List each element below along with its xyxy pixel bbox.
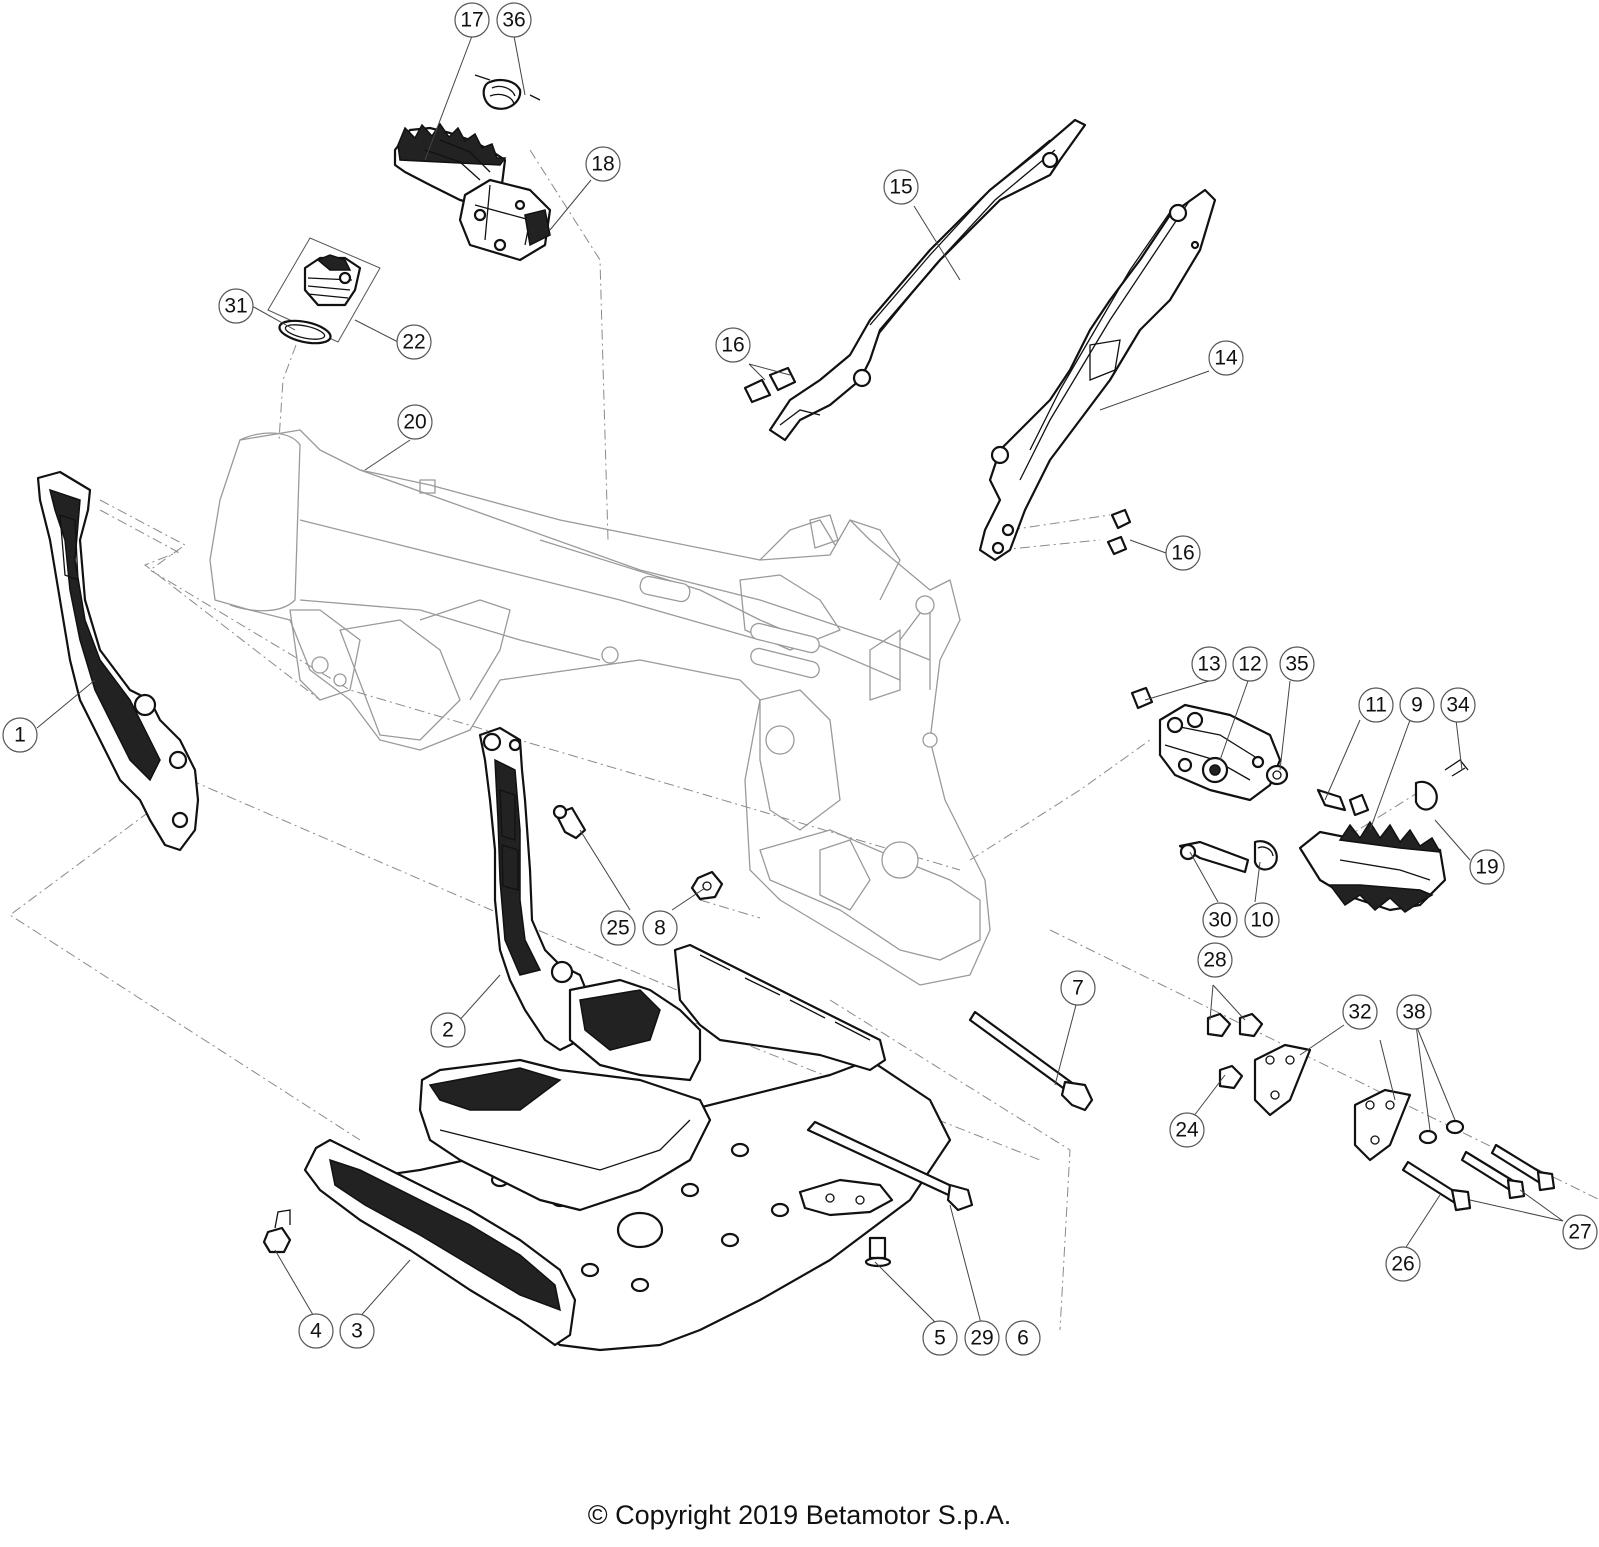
callout: 9 xyxy=(1399,687,1435,723)
bolts-25-8 xyxy=(552,804,724,901)
callout: 32 xyxy=(1342,994,1378,1030)
callout: 13 xyxy=(1191,646,1227,682)
callout: 5 xyxy=(922,1320,958,1356)
svg-text:1: 1 xyxy=(14,724,26,747)
svg-text:12: 12 xyxy=(1238,653,1261,676)
callout: 16 xyxy=(1165,535,1201,571)
svg-text:10: 10 xyxy=(1250,909,1273,932)
callout: 30 xyxy=(1202,902,1238,938)
svg-text:38: 38 xyxy=(1402,1001,1425,1024)
callout: 20 xyxy=(397,404,433,440)
assembly-lines xyxy=(9,149,1599,1331)
svg-text:5: 5 xyxy=(934,1327,946,1350)
svg-text:24: 24 xyxy=(1175,1119,1199,1142)
svg-text:30: 30 xyxy=(1208,909,1231,932)
svg-text:8: 8 xyxy=(654,917,666,940)
callout: 6 xyxy=(1005,1320,1041,1356)
svg-text:19: 19 xyxy=(1475,856,1498,879)
callout: 8 xyxy=(642,910,678,946)
callout: 3 xyxy=(339,1313,375,1349)
svg-text:16: 16 xyxy=(1171,542,1194,565)
svg-text:25: 25 xyxy=(606,917,629,940)
bolts-16 xyxy=(743,366,1132,556)
callout: 27 xyxy=(1562,1214,1598,1250)
leader-lines xyxy=(36,35,1564,1328)
footpeg-left-assembly xyxy=(393,74,552,262)
svg-text:32: 32 xyxy=(1348,1001,1371,1024)
svg-text:3: 3 xyxy=(351,1320,363,1343)
callout: 7 xyxy=(1060,970,1096,1006)
svg-text:26: 26 xyxy=(1391,1253,1414,1276)
callout: 17 xyxy=(454,2,490,38)
callout: 24 xyxy=(1169,1112,1205,1148)
main-frame xyxy=(209,429,991,986)
copyright-notice: © Copyright 2019 Betamotor S.p.A. xyxy=(587,1500,1012,1530)
chain-slider-upper xyxy=(768,118,1087,442)
svg-text:13: 13 xyxy=(1197,653,1220,676)
callout: 28 xyxy=(1197,942,1233,978)
callout: 31 xyxy=(218,288,254,324)
callout: 36 xyxy=(496,2,532,38)
svg-text:17: 17 xyxy=(460,9,483,32)
svg-text:34: 34 xyxy=(1446,694,1470,717)
svg-text:22: 22 xyxy=(402,331,425,354)
callout: 11 xyxy=(1358,687,1394,723)
long-bolt-7 xyxy=(968,1010,1094,1112)
callout: 15 xyxy=(883,169,919,205)
rear-bracket-left xyxy=(36,470,200,852)
callout: 38 xyxy=(1396,994,1432,1030)
callout: 35 xyxy=(1279,646,1315,682)
callout: 34 xyxy=(1440,687,1476,723)
svg-text:29: 29 xyxy=(970,1327,993,1350)
svg-text:4: 4 xyxy=(310,1320,322,1343)
callout: 19 xyxy=(1469,849,1505,885)
callout: 22 xyxy=(396,324,432,360)
callout: 16 xyxy=(715,327,751,363)
callout: 14 xyxy=(1208,340,1244,376)
svg-text:27: 27 xyxy=(1568,1221,1591,1244)
callout: 10 xyxy=(1244,902,1280,938)
svg-text:31: 31 xyxy=(224,295,247,318)
svg-text:35: 35 xyxy=(1285,653,1308,676)
callout: 25 xyxy=(600,910,636,946)
svg-text:16: 16 xyxy=(721,334,744,357)
filler-cap-assembly xyxy=(267,237,381,345)
svg-text:2: 2 xyxy=(442,1019,454,1042)
svg-text:15: 15 xyxy=(889,176,912,199)
hardware-right-lower xyxy=(1206,1012,1556,1212)
svg-text:20: 20 xyxy=(403,411,426,434)
svg-text:28: 28 xyxy=(1203,949,1226,972)
callout: 29 xyxy=(964,1320,1000,1356)
svg-text:11: 11 xyxy=(1365,694,1387,717)
skid-plate-assembly xyxy=(262,943,974,1352)
callout: 26 xyxy=(1385,1246,1421,1282)
svg-text:36: 36 xyxy=(502,9,525,32)
svg-text:7: 7 xyxy=(1072,977,1084,1000)
svg-text:9: 9 xyxy=(1411,694,1423,717)
callout: 4 xyxy=(298,1313,334,1349)
callout: 1 xyxy=(2,717,38,753)
callout: 2 xyxy=(430,1012,466,1048)
svg-text:18: 18 xyxy=(591,153,614,176)
chain-slider-right xyxy=(978,188,1217,562)
svg-text:6: 6 xyxy=(1017,1327,1029,1350)
callout: 12 xyxy=(1232,646,1268,682)
callout: 18 xyxy=(585,146,621,182)
svg-text:14: 14 xyxy=(1214,347,1238,370)
